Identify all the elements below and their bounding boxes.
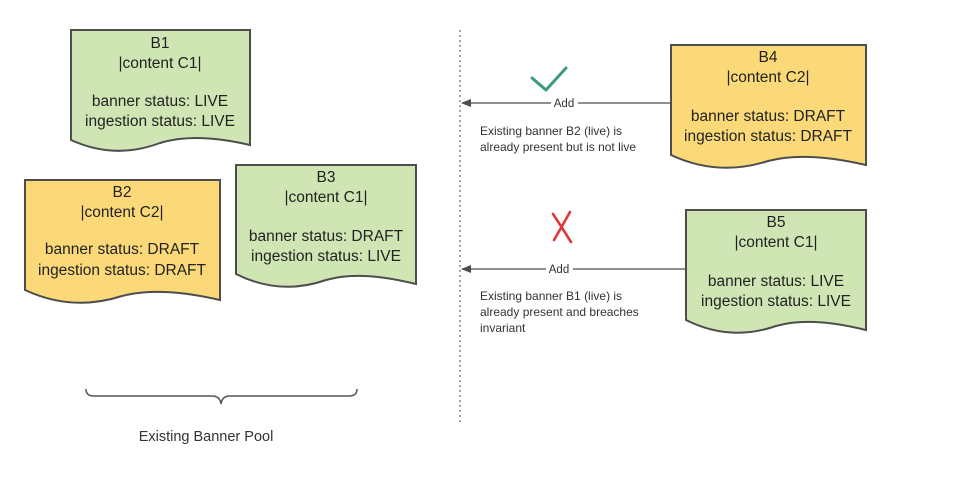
edge-b4-add: Add Existing banner B2 (live) is already… — [461, 66, 671, 154]
doc-banner-status: banner status: DRAFT — [691, 108, 846, 125]
edge-note: already present but is not live — [480, 140, 636, 154]
doc-ingestion-status: ingestion status: LIVE — [251, 248, 401, 265]
edge-note: invariant — [480, 321, 526, 335]
doc-content: |content C1| — [118, 55, 201, 72]
doc-title: B1 — [151, 35, 170, 52]
document-b5: B5 |content C1| banner status: LIVE inge… — [685, 209, 867, 334]
doc-banner-status: banner status: LIVE — [708, 273, 844, 290]
doc-ingestion-status: ingestion status: DRAFT — [38, 262, 207, 279]
doc-title: B2 — [113, 184, 132, 201]
doc-content: |content C2| — [80, 204, 163, 221]
edge-label: Add — [554, 98, 574, 110]
doc-ingestion-status: ingestion status: LIVE — [85, 113, 235, 130]
doc-content: |content C2| — [726, 69, 809, 86]
document-shape — [670, 44, 867, 169]
doc-banner-status: banner status: DRAFT — [45, 241, 200, 258]
document-shape — [70, 29, 251, 152]
document-shape — [685, 209, 867, 334]
edge-label: Add — [549, 264, 569, 276]
document-b2: B2 |content C2| banner status: DRAFT ing… — [24, 179, 221, 304]
cross-icon — [551, 210, 573, 244]
doc-title: B4 — [759, 49, 778, 66]
doc-title: B5 — [767, 214, 786, 231]
edge-label-bg — [546, 261, 573, 276]
edge-note: Existing banner B2 (live) is — [480, 124, 622, 138]
edge-note: Existing banner B1 (live) is — [480, 289, 622, 303]
doc-ingestion-status: ingestion status: DRAFT — [684, 128, 853, 145]
document-b1: B1 |content C1| banner status: LIVE inge… — [70, 29, 251, 152]
edge-label-bg — [551, 95, 578, 110]
doc-title: B3 — [317, 169, 336, 186]
pool-label: Existing Banner Pool — [139, 429, 274, 445]
doc-banner-status: banner status: LIVE — [92, 93, 228, 110]
doc-content: |content C1| — [284, 189, 367, 206]
document-b3: B3 |content C1| banner status: DRAFT ing… — [235, 164, 417, 288]
edge-note: already present and breaches — [480, 305, 639, 319]
pool-group: Existing Banner Pool — [85, 388, 358, 445]
edge-b5-add: Add Existing banner B1 (live) is already… — [461, 210, 686, 335]
doc-content: |content C1| — [734, 234, 817, 251]
doc-ingestion-status: ingestion status: LIVE — [701, 293, 851, 310]
document-shape — [235, 164, 417, 288]
check-icon — [530, 66, 568, 92]
doc-banner-status: banner status: DRAFT — [249, 228, 404, 245]
document-shape — [24, 179, 221, 304]
document-b4: B4 |content C2| banner status: DRAFT ing… — [670, 44, 867, 169]
curly-brace — [85, 388, 358, 405]
